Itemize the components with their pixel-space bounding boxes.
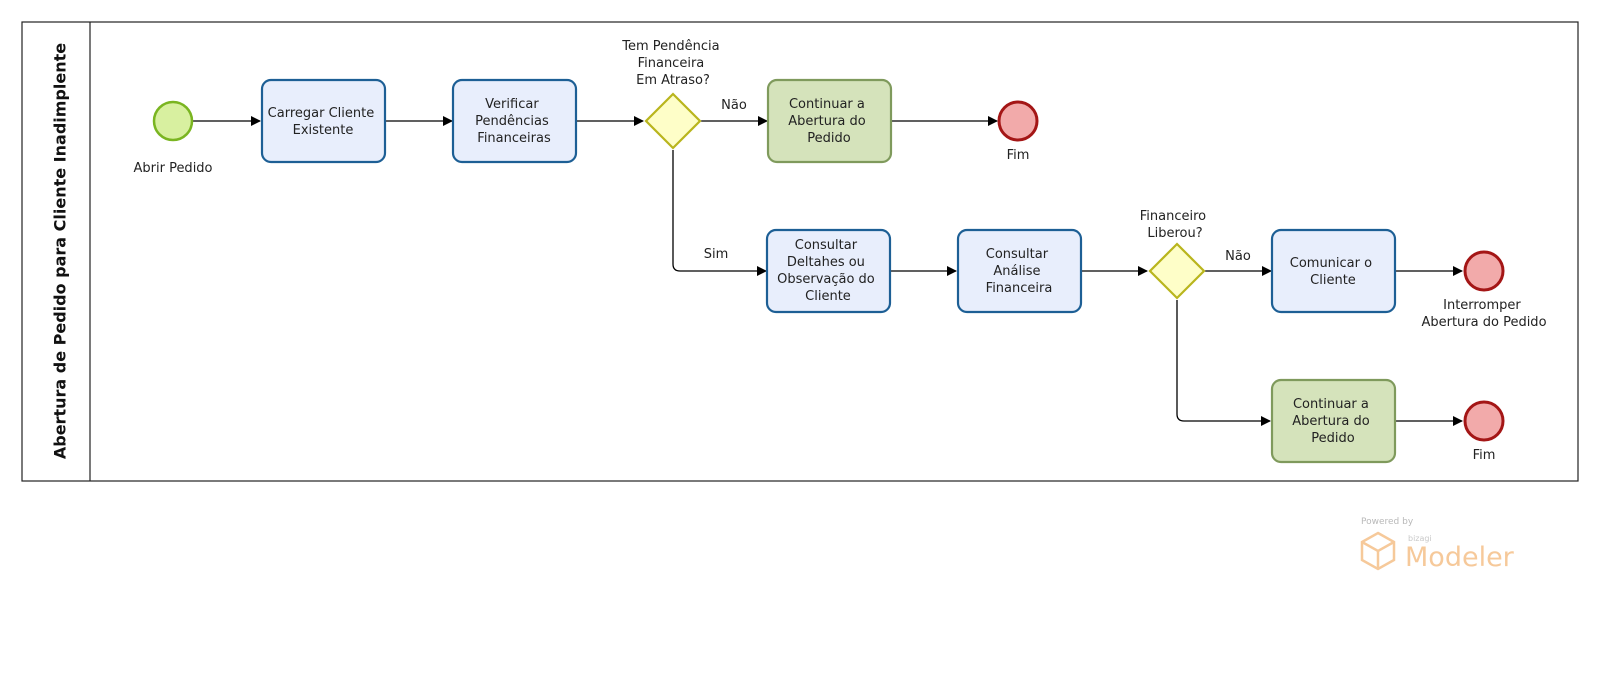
gateway-financeiro-liberou-label: Financeiro Liberou? [1140, 209, 1211, 241]
end-event-interromper[interactable] [1463, 250, 1505, 292]
bizagi-brand-text: bizagi [1408, 534, 1432, 543]
task-consultar-detalhes-label: Consultar Deltahes ou Observação do Clie… [777, 238, 879, 304]
bizagi-logo-icon [1360, 531, 1396, 571]
end-event-fim-1[interactable] [997, 100, 1039, 142]
task-consultar-analise[interactable] [956, 228, 1083, 314]
flow-g1-consultar-det [672, 150, 767, 276]
pool-title: Abertura de Pedido para Cliente Inadimpl… [51, 43, 70, 459]
end-event-fim-2-label: Fim [1473, 448, 1496, 463]
modeler-brand-text: Modeler [1405, 542, 1515, 573]
start-event-label: Abrir Pedido [133, 161, 212, 176]
flow-label-nao-2: Não [1225, 249, 1251, 264]
task-verificar-pendencias[interactable] [451, 78, 578, 164]
end-event-fim-1-label: Fim [1007, 148, 1030, 163]
flow-label-sim: Sim [704, 247, 729, 262]
task-carregar-cliente[interactable] [260, 78, 387, 164]
gateway-pendencia[interactable] [644, 92, 702, 150]
task-carregar-cliente-label: Carregar Cliente Existente [268, 106, 379, 138]
task-comunicar-cliente[interactable] [1270, 228, 1397, 314]
end-event-interromper-label: Interromper Abertura do Pedido [1421, 298, 1546, 330]
flow-label-nao-1: Não [721, 98, 747, 113]
task-continuar-abertura-1[interactable] [766, 78, 893, 164]
task-verificar-pendencias-label: Verificar Pendências Financeiras [475, 97, 553, 146]
task-continuar-abertura-2[interactable] [1270, 378, 1397, 464]
powered-by-text: Powered by [1361, 517, 1414, 527]
gateway-pendencia-label: Tem Pendência Financeira Em Atraso? [621, 39, 724, 88]
flow-g2-continuar2 [1176, 300, 1271, 426]
start-event[interactable] [152, 100, 194, 142]
task-comunicar-cliente-label: Comunicar o Cliente [1290, 256, 1376, 288]
task-consultar-analise-label: Consultar Análise Financeira [986, 247, 1053, 296]
task-continuar-abertura-2-label: Continuar a Abertura do Pedido [1292, 397, 1374, 446]
gateway-financeiro-liberou[interactable] [1148, 242, 1206, 300]
end-event-fim-2[interactable] [1463, 400, 1505, 442]
sequence-flows [193, 116, 1463, 426]
bizagi-modeler-watermark: Powered by bizagi Modeler [1360, 517, 1515, 573]
task-continuar-abertura-1-label: Continuar a Abertura do Pedido [788, 97, 870, 146]
task-consultar-detalhes[interactable] [765, 228, 892, 314]
